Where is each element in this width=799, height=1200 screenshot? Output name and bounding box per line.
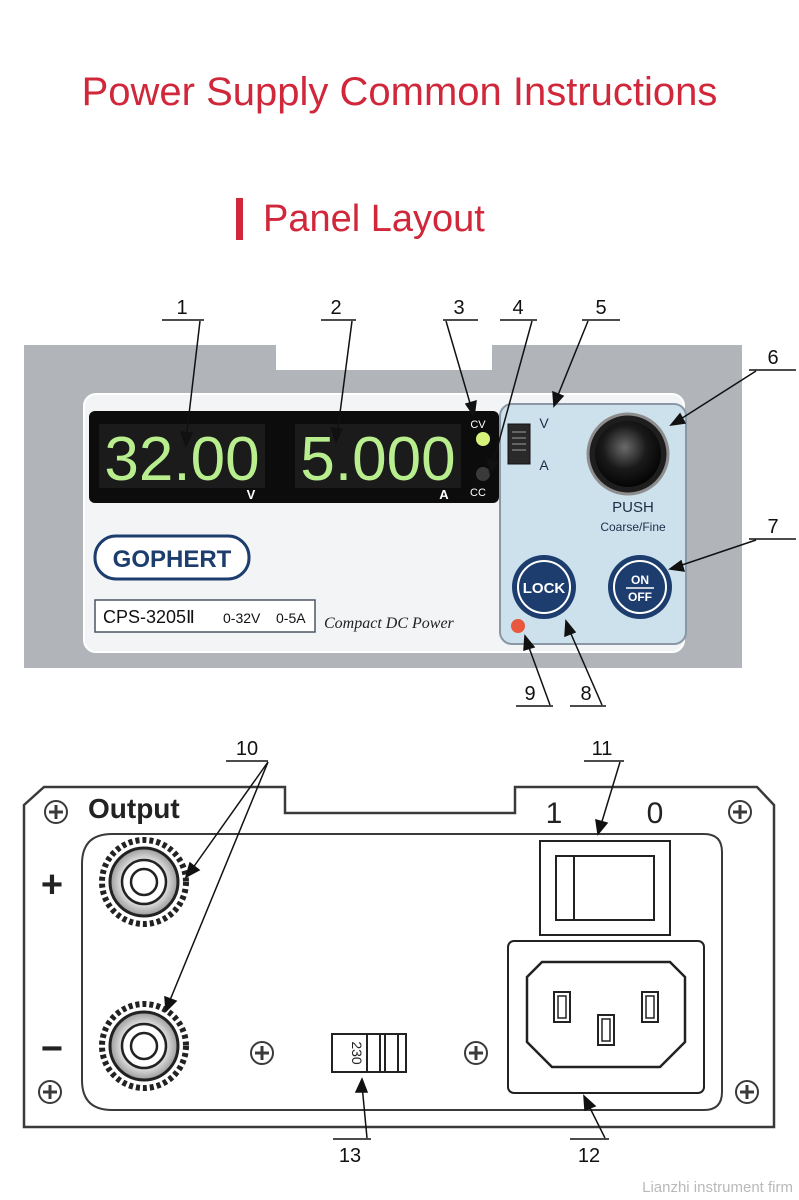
knob-sublabel: Coarse/Fine: [600, 520, 666, 534]
knob-cap: [595, 421, 661, 487]
lock-button[interactable]: [512, 555, 576, 619]
callout-2: 2: [330, 297, 341, 319]
voltage-range: 0-32V: [223, 610, 261, 626]
cc-label: CC: [470, 487, 486, 499]
lock-indicator-led: [511, 619, 525, 633]
section-marker: [236, 198, 243, 240]
watermark: Lianzhi instrument firm: [642, 1179, 793, 1196]
page-title: Power Supply Common Instructions: [81, 70, 718, 114]
current-unit-label: A: [439, 487, 449, 502]
section-title: Panel Layout: [263, 197, 485, 240]
cv-indicator-led: [476, 432, 490, 446]
callout-8: 8: [580, 683, 591, 705]
callout-6: 6: [767, 347, 778, 369]
positive-output-terminal[interactable]: [99, 837, 189, 927]
cv-label: CV: [470, 419, 486, 431]
on-label: ON: [631, 573, 649, 587]
callout-13: 13: [339, 1145, 361, 1167]
switch-off-marking: 0: [647, 797, 664, 830]
voltage-select-value: 230: [349, 1041, 365, 1065]
ac-power-inlet[interactable]: [507, 940, 705, 1094]
callout-4: 4: [512, 297, 523, 319]
lock-button-label: LOCK: [523, 580, 566, 597]
front-callout-numbers: 1 2 3 4 5 6 7 8 9: [176, 297, 778, 705]
lock-button-ring: [517, 560, 571, 614]
model-name: CPS-3205Ⅱ: [103, 607, 195, 627]
section-heading: Panel Layout: [236, 196, 485, 242]
current-readout: 5.000: [300, 425, 455, 494]
rear-callout-numbers: 10 11 12 13: [236, 738, 613, 1167]
rear-callout-lines: [164, 760, 624, 1140]
product-tagline: Compact DC Power: [324, 615, 455, 632]
front-panel: 32.00 5.000 V A CV CC V A PUSH Coarse/Fi…: [24, 345, 742, 668]
switch-v-label: V: [539, 415, 549, 431]
output-label: Output: [88, 793, 180, 824]
callout-3: 3: [453, 297, 464, 319]
model-label-box: [94, 599, 316, 633]
callout-7: 7: [767, 516, 778, 538]
current-range: 0-5A: [276, 610, 306, 626]
knob-label: PUSH: [612, 499, 654, 516]
off-label: OFF: [628, 590, 652, 604]
brand-badge: [93, 534, 251, 581]
positive-terminal-label: +: [41, 864, 63, 906]
front-callout-lines: [162, 319, 796, 707]
switch-a-label: A: [539, 457, 549, 473]
brand-name: GOPHERT: [113, 546, 232, 573]
power-on-off-button[interactable]: [608, 555, 672, 619]
rear-panel: Output + − 230 1 0: [22, 785, 776, 1129]
cc-indicator-led: [476, 467, 490, 481]
power-button-ring: [613, 560, 667, 614]
negative-output-terminal[interactable]: [99, 1001, 189, 1091]
main-power-switch[interactable]: [539, 840, 671, 936]
voltage-select-switch[interactable]: 230: [331, 1033, 407, 1073]
voltage-unit-label: V: [247, 487, 256, 502]
callout-9: 9: [524, 683, 535, 705]
switch-on-marking: 1: [546, 797, 563, 830]
callout-11: 11: [592, 738, 613, 760]
negative-terminal-label: −: [41, 1028, 63, 1070]
callout-12: 12: [578, 1145, 600, 1167]
callout-1: 1: [176, 297, 187, 319]
callout-5: 5: [595, 297, 606, 319]
callout-10: 10: [236, 738, 258, 760]
